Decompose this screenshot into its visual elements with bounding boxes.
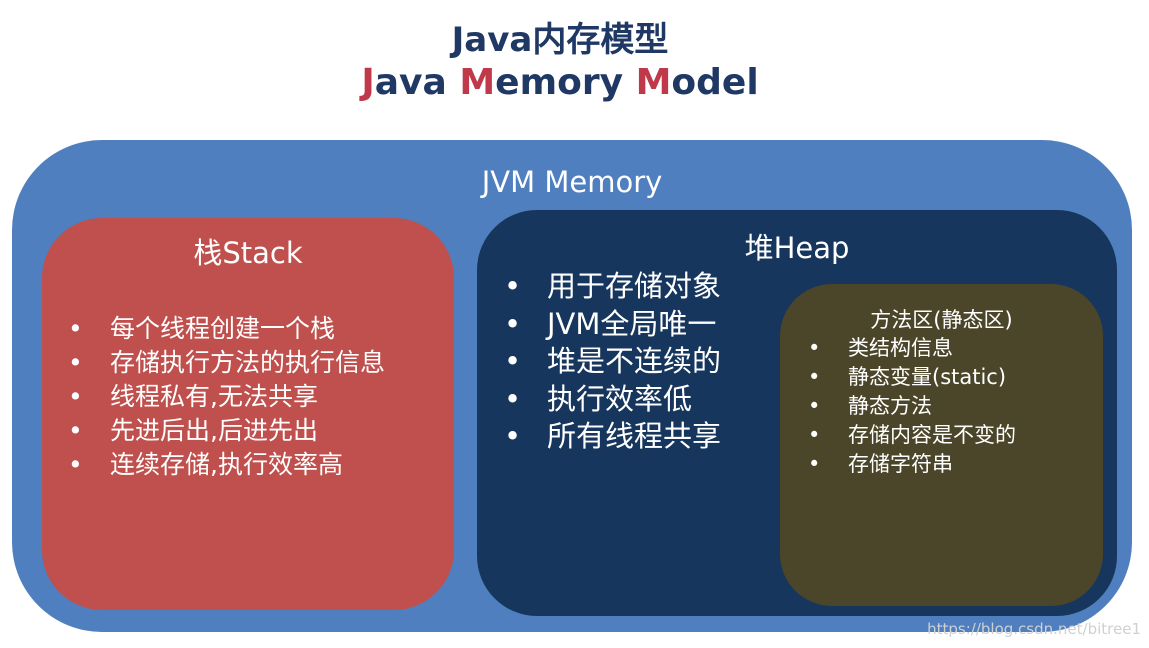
stack-title: 栈Stack: [193, 236, 303, 270]
method-area-item: • 类结构信息: [808, 334, 1016, 363]
bullet-icon: •: [808, 394, 821, 418]
stack-item-text: 每个线程创建一个栈: [110, 314, 336, 343]
method-area-list: • 类结构信息 • 静态变量(static) • 静态方法 • 存储内容是不变的 • 存储…: [808, 334, 1016, 479]
watermark: https://blog.csdn.net/bitree1: [927, 620, 1141, 638]
method-area-box: 方法区(静态区) • 类结构信息 • 静态变量(static) • 静态方法 • 存储内…: [780, 284, 1103, 606]
method-area-item: • 静态方法: [808, 392, 1016, 421]
bullet-icon: •: [68, 416, 83, 445]
heap-item: • 堆是不连续的: [504, 343, 721, 381]
method-area-item: • 静态变量(static): [808, 363, 1016, 392]
heap-item: • JVM全局唯一: [504, 306, 721, 344]
heap-item: • 所有线程共享: [504, 418, 721, 456]
title-letter: M: [635, 62, 672, 103]
heap-title: 堆Heap: [744, 231, 850, 265]
bullet-icon: •: [68, 382, 83, 411]
stack-item-text: 线程私有,无法共享: [110, 382, 318, 411]
title-text: odel: [671, 62, 759, 103]
bullet-icon: •: [504, 381, 522, 416]
stack-item-text: 存储执行方法的执行信息: [110, 348, 386, 377]
bullet-icon: •: [504, 269, 522, 303]
stack-item: • 存储执行方法的执行信息: [68, 346, 385, 380]
bullet-icon: •: [68, 314, 83, 343]
title-english: Java Memory Model: [0, 60, 1120, 106]
method-area-item-text: 静态方法: [848, 394, 932, 418]
bullet-icon: •: [808, 365, 821, 389]
heap-list: • 用于存储对象 • JVM全局唯一 • 堆是不连续的 • 执行效率低 • 所有线程共享: [504, 268, 721, 456]
stack-item: • 每个线程创建一个栈: [68, 312, 385, 346]
method-area-item: • 存储内容是不变的: [808, 421, 1016, 450]
bullet-icon: •: [504, 419, 522, 453]
bullet-icon: •: [68, 348, 83, 377]
heap-item-text: 执行效率低: [547, 381, 693, 416]
method-area-item-text: 存储内容是不变的: [848, 423, 1016, 447]
jvm-memory-label: JVM Memory: [481, 165, 663, 199]
title-letter: M: [459, 62, 496, 103]
stack-item: • 连续存储,执行效率高: [68, 448, 385, 482]
stack-item-text: 连续存储,执行效率高: [110, 450, 343, 479]
heap-item: • 执行效率低: [504, 381, 721, 419]
stack-item-text: 先进后出,后进先出: [110, 416, 318, 445]
heap-item: • 用于存储对象: [504, 268, 721, 306]
method-area-item-text: 类结构信息: [848, 336, 953, 360]
stack-list: • 每个线程创建一个栈 • 存储执行方法的执行信息 • 线程私有,无法共享 • 先进后出…: [68, 312, 385, 482]
heap-item-text: 用于存储对象: [547, 269, 722, 303]
title-letter: J: [361, 62, 375, 103]
bullet-icon: •: [68, 450, 83, 479]
bullet-icon: •: [808, 423, 821, 447]
method-area-item: • 存储字符串: [808, 450, 1016, 479]
title-chinese: Java内存模型: [451, 20, 669, 60]
method-area-item-text: 存储字符串: [848, 452, 953, 476]
heap-item-text: JVM全局唯一: [547, 306, 717, 341]
method-area-title: 方法区(静态区): [870, 308, 1013, 332]
method-area-item-text: 静态变量(static): [848, 365, 1007, 389]
heap-item-text: 堆是不连续的: [547, 344, 722, 378]
heap-item-text: 所有线程共享: [547, 419, 722, 453]
bullet-icon: •: [808, 336, 821, 360]
title-text: emory: [495, 62, 636, 103]
stack-box: 栈Stack • 每个线程创建一个栈 • 存储执行方法的执行信息 • 线程私有,无法共…: [42, 218, 454, 610]
bullet-icon: •: [808, 452, 821, 476]
stack-item: • 先进后出,后进先出: [68, 414, 385, 448]
jvm-memory-box: JVM Memory 栈Stack • 每个线程创建一个栈 • 存储执行方法的执行信…: [12, 140, 1132, 632]
bullet-icon: •: [504, 344, 522, 378]
bullet-icon: •: [504, 306, 522, 341]
stack-item: • 线程私有,无法共享: [68, 380, 385, 414]
title-text: ava: [374, 62, 460, 103]
heap-box: 堆Heap • 用于存储对象 • JVM全局唯一 • 堆是不连续的 • 执行效率低 • 所…: [477, 210, 1117, 616]
